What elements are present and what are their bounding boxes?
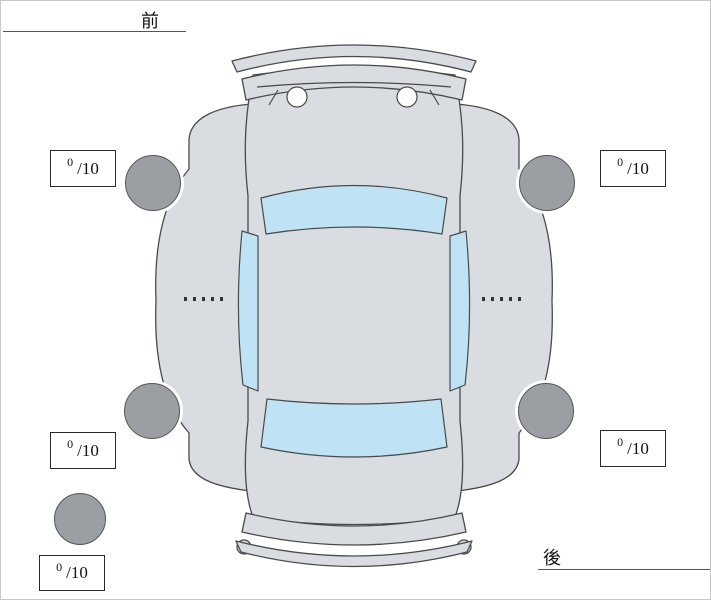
rear-window <box>260 398 448 458</box>
front-label: 前 <box>141 11 160 31</box>
score-box-front-right[interactable]: 0 /10 <box>600 150 666 187</box>
hood-tick-right <box>429 89 440 106</box>
score-box-rear-left[interactable]: 0 /10 <box>50 432 116 469</box>
spare-tire <box>54 493 106 545</box>
hood-circle-right <box>396 86 418 108</box>
score-denominator: /10 <box>627 158 649 178</box>
tire-rear-right <box>518 383 574 439</box>
score-denominator: /10 <box>77 440 99 460</box>
score-box-spare[interactable]: 0 /10 <box>39 555 105 591</box>
score-denominator: /10 <box>66 563 88 582</box>
hood-circle-left <box>286 86 308 108</box>
score-value: 0 <box>67 437 74 451</box>
left-side-window <box>237 230 259 392</box>
rear-bumper <box>241 512 467 546</box>
hood-seam-line <box>256 81 452 88</box>
score-value: 0 <box>56 559 63 574</box>
windshield <box>260 184 448 235</box>
score-value: 0 <box>67 155 74 169</box>
score-value: 0 <box>617 435 624 449</box>
score-box-front-left[interactable]: 0 /10 <box>50 150 116 187</box>
right-side-window <box>449 230 471 392</box>
tire-front-left <box>125 155 181 211</box>
front-underline <box>3 31 186 32</box>
score-value: 0 <box>617 155 624 169</box>
rear-label: 後 <box>543 548 562 568</box>
score-denominator: /10 <box>77 158 99 178</box>
hood-tick-left <box>268 89 279 106</box>
tire-rear-left <box>124 383 180 439</box>
score-denominator: /10 <box>627 438 649 458</box>
tire-front-right <box>519 155 575 211</box>
rear-lower-arc <box>235 540 473 568</box>
score-box-rear-right[interactable]: 0 /10 <box>600 430 666 467</box>
front-spoiler-arc <box>231 44 477 73</box>
rear-underline <box>538 569 710 570</box>
